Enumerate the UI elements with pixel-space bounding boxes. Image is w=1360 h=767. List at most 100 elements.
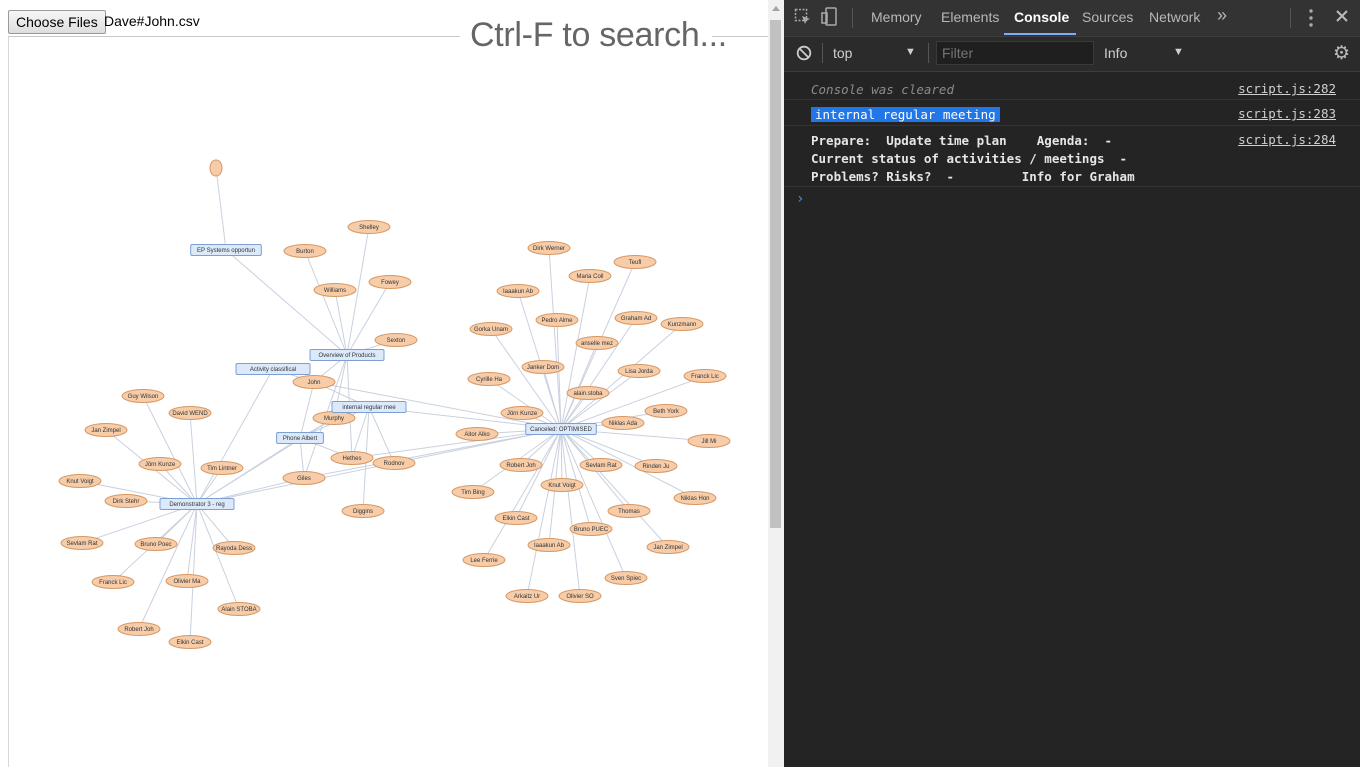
person-node[interactable]: Sven Spiec <box>604 571 648 585</box>
source-link[interactable]: script.js:282 <box>1238 81 1336 96</box>
person-node[interactable]: Williams <box>313 283 357 297</box>
person-node[interactable]: Jan Zimpel <box>84 423 128 437</box>
person-node[interactable]: Fowey <box>368 275 412 289</box>
person-node-shape[interactable] <box>660 317 704 331</box>
person-node[interactable]: Jill Mi <box>687 434 731 448</box>
person-node[interactable]: John <box>292 375 336 389</box>
scrollbar-thumb[interactable] <box>770 20 781 528</box>
person-node-shape[interactable] <box>558 589 602 603</box>
person-node[interactable]: Jörn Kunze <box>500 406 544 420</box>
person-node-shape[interactable] <box>347 220 391 234</box>
log-level-selector[interactable]: Info <box>1104 45 1128 61</box>
person-node[interactable]: Niklas Hon <box>673 491 717 505</box>
console-prompt-icon[interactable]: › <box>796 191 805 207</box>
close-icon[interactable] <box>1335 9 1349 28</box>
meeting-node-shape[interactable] <box>309 349 385 361</box>
scroll-up-arrow-icon[interactable] <box>772 6 780 11</box>
person-node-shape[interactable] <box>575 336 619 350</box>
person-node-shape[interactable] <box>527 241 571 255</box>
person-node-shape[interactable] <box>527 538 571 552</box>
meeting-node-shape[interactable] <box>159 498 235 510</box>
person-node-shape[interactable] <box>467 372 511 386</box>
person-node-shape[interactable] <box>134 537 178 551</box>
meeting-node[interactable]: EP Systems opportun <box>190 244 262 256</box>
person-node-shape[interactable] <box>540 478 584 492</box>
device-toggle-icon[interactable] <box>821 7 839 32</box>
person-node-shape[interactable] <box>535 313 579 327</box>
person-node-shape[interactable] <box>499 458 543 472</box>
person-node-shape[interactable] <box>58 474 102 488</box>
person-node[interactable]: Bruno Poec <box>134 537 178 551</box>
person-node-shape[interactable] <box>60 536 104 550</box>
person-node-shape[interactable] <box>505 589 549 603</box>
person-node[interactable]: Diggins <box>341 504 385 518</box>
meeting-node-shape[interactable] <box>190 244 262 256</box>
tab-sources[interactable]: Sources <box>1082 9 1134 25</box>
person-node-shape[interactable] <box>168 406 212 420</box>
person-node[interactable]: Giles <box>282 471 326 485</box>
person-node-shape[interactable] <box>282 471 326 485</box>
person-node[interactable]: Olivier SO <box>558 589 602 603</box>
clear-console-icon[interactable] <box>796 45 812 66</box>
person-node[interactable]: Dirk Stehr <box>104 494 148 508</box>
person-node[interactable]: Franck Lic <box>91 575 135 589</box>
meeting-node-shape[interactable] <box>235 363 311 375</box>
meeting-node-shape[interactable] <box>331 401 407 413</box>
person-node-shape[interactable] <box>212 541 256 555</box>
person-node[interactable]: alain.stoba <box>566 386 610 400</box>
person-node-shape[interactable] <box>117 622 161 636</box>
person-node[interactable]: Thomas <box>607 504 651 518</box>
person-node-shape[interactable] <box>165 574 209 588</box>
person-node-shape[interactable] <box>138 457 182 471</box>
person-node-shape[interactable] <box>604 571 648 585</box>
person-node[interactable]: Shelley <box>347 220 391 234</box>
person-node[interactable]: Iaaakun Ab <box>496 284 540 298</box>
person-node[interactable]: Robert Joh <box>499 458 543 472</box>
person-node[interactable]: Guy Wilson <box>121 389 165 403</box>
person-node-shape[interactable] <box>579 458 623 472</box>
person-node[interactable]: Maria Coll <box>568 269 612 283</box>
person-node-shape[interactable] <box>372 456 416 470</box>
person-node[interactable]: Olivier Ma <box>165 574 209 588</box>
meeting-node[interactable]: Overview of Products <box>309 349 385 361</box>
person-node[interactable]: Arkaitz Ur <box>505 589 549 603</box>
person-node-shape[interactable] <box>500 406 544 420</box>
person-node-shape[interactable] <box>569 522 613 536</box>
person-node[interactable]: Rayoda Dess <box>212 541 256 555</box>
network-graph[interactable]: ShelleyBurtonWilliamsFoweySextonJohnMurp… <box>0 0 768 767</box>
person-node-shape[interactable] <box>455 427 499 441</box>
person-node-shape[interactable] <box>84 423 128 437</box>
person-node-shape[interactable] <box>368 275 412 289</box>
person-node[interactable]: anselle mez <box>575 336 619 350</box>
meeting-node[interactable]: Phone Albert <box>276 432 324 444</box>
person-node-shape[interactable] <box>313 283 357 297</box>
person-node[interactable]: Iaaakun Ab <box>527 538 571 552</box>
person-node[interactable]: Lisa Jorda <box>617 364 661 378</box>
person-node-shape[interactable] <box>341 504 385 518</box>
person-node-shape[interactable] <box>91 575 135 589</box>
person-node[interactable]: Sevlam Rat <box>60 536 104 550</box>
person-node-shape[interactable] <box>601 416 645 430</box>
person-node[interactable]: Hethes <box>330 451 374 465</box>
person-node[interactable]: Alain STOBA <box>217 602 261 616</box>
meeting-node-shape[interactable] <box>276 432 324 444</box>
tab-memory[interactable]: Memory <box>871 9 922 25</box>
person-node[interactable]: Jörn Kunze <box>138 457 182 471</box>
person-node-shape[interactable] <box>104 494 148 508</box>
person-node-shape[interactable] <box>374 333 418 347</box>
person-node-shape[interactable] <box>292 375 336 389</box>
person-node[interactable]: Dirk Werner <box>527 241 571 255</box>
person-node-shape[interactable] <box>613 255 657 269</box>
person-node-shape[interactable] <box>494 511 538 525</box>
person-node-shape[interactable] <box>121 389 165 403</box>
person-node[interactable]: Robert Joh <box>117 622 161 636</box>
person-node[interactable]: Gorka Unam <box>469 322 513 336</box>
person-node-shape[interactable] <box>644 404 688 418</box>
person-node-shape[interactable] <box>168 635 212 649</box>
meeting-node[interactable]: Demonstrator 3 - reg <box>159 498 235 510</box>
person-node[interactable]: Cyrille Ha <box>467 372 511 386</box>
person-node-shape[interactable] <box>634 459 678 473</box>
person-node[interactable]: Rinden Ju <box>634 459 678 473</box>
person-node-shape[interactable] <box>496 284 540 298</box>
context-selector[interactable]: top <box>833 45 853 61</box>
